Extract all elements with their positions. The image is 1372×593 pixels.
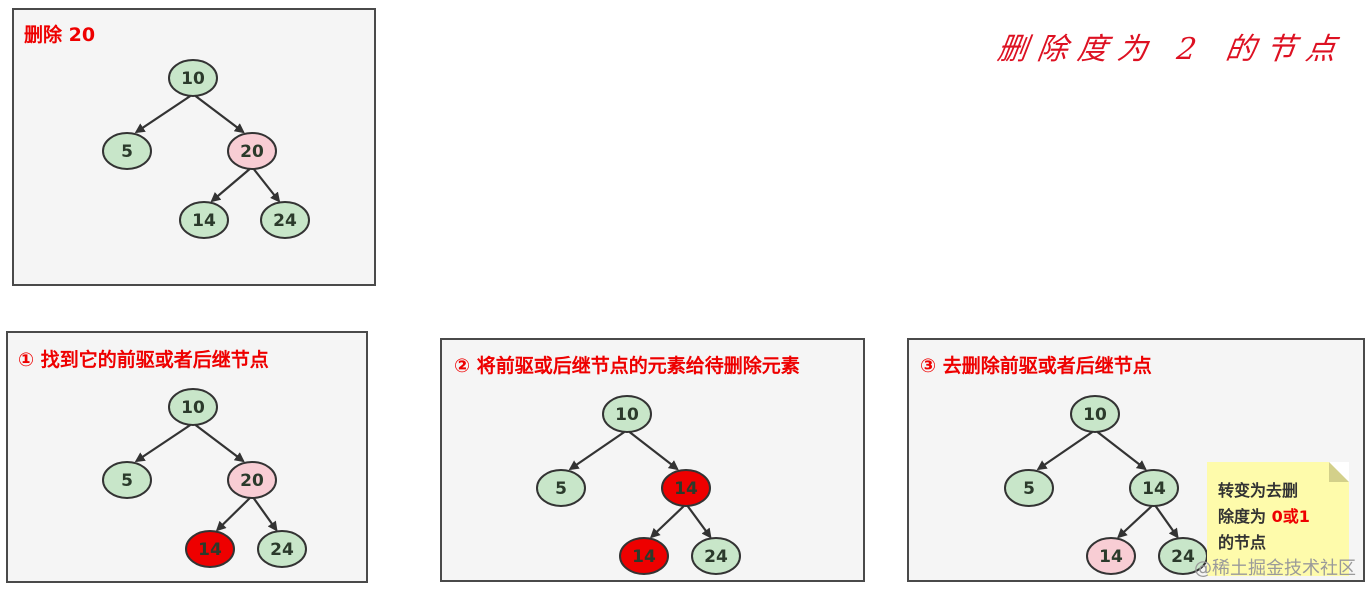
tree-node: 14 (1129, 469, 1179, 507)
note-line-2: 除度为 0或1 (1218, 504, 1310, 530)
note-text: 转变为去删 除度为 0或1 的节点 (1218, 478, 1310, 556)
tree-node: 5 (536, 469, 586, 507)
note-fold-corner (1329, 462, 1349, 482)
edge-arrow (134, 95, 191, 134)
node-value: 5 (121, 471, 133, 491)
tree-node: 14 (1086, 537, 1136, 575)
node-value: 20 (240, 471, 264, 491)
edge-arrow (686, 505, 712, 539)
node-value: 10 (181, 398, 205, 418)
note-line-1: 转变为去删 (1218, 481, 1299, 500)
node-value: 14 (198, 540, 222, 560)
edge-arrow (1154, 505, 1179, 539)
node-value: 5 (1023, 479, 1035, 499)
edge-arrow (1036, 431, 1093, 471)
tree-node: 5 (102, 461, 152, 499)
tree-node: 10 (1070, 395, 1120, 433)
node-value: 10 (181, 69, 205, 89)
node-value: 24 (270, 540, 294, 560)
node-value: 14 (1142, 479, 1166, 499)
tree-node: 5 (1004, 469, 1054, 507)
node-value: 14 (1099, 547, 1123, 567)
tree-node: 14 (179, 201, 229, 239)
edge-arrow (568, 431, 625, 471)
note-highlight: 0或1 (1271, 507, 1310, 526)
edge-arrow (628, 431, 679, 471)
node-value: 24 (704, 547, 728, 567)
panel-title: 删除 20 (24, 24, 96, 46)
node-value: 24 (273, 211, 297, 231)
sticky-note: 转变为去删 除度为 0或1 的节点 (1207, 462, 1349, 576)
tree-node: 20 (227, 461, 277, 499)
panel-delete-20 (12, 8, 376, 286)
node-value: 24 (1171, 547, 1195, 567)
tree-node: 24 (691, 537, 741, 575)
edge-arrow (252, 168, 281, 203)
node-value: 10 (615, 405, 639, 425)
edge-arrow (194, 95, 245, 134)
edge-arrow (194, 424, 245, 463)
tree-node: 14 (619, 537, 669, 575)
edge-arrow (215, 497, 251, 532)
edge-arrow (1117, 505, 1153, 539)
panel-step-1 (6, 331, 368, 583)
tree-node: 20 (227, 132, 277, 170)
tree-node: 5 (102, 132, 152, 170)
edge-arrow (1096, 431, 1147, 471)
edge-arrow (134, 424, 191, 463)
note-line-2-prefix: 除度为 (1218, 507, 1272, 526)
node-value: 10 (1083, 405, 1107, 425)
edge-arrow (252, 497, 278, 532)
node-value: 5 (121, 142, 133, 162)
edge-arrow (210, 168, 251, 203)
node-value: 5 (555, 479, 567, 499)
tree-node: 10 (168, 59, 218, 97)
node-value: 20 (240, 142, 264, 162)
edge-arrow (649, 505, 685, 539)
panel-title: ③ 去删除前驱或者后继节点 (920, 355, 1152, 377)
node-value: 14 (632, 547, 656, 567)
tree-node: 24 (260, 201, 310, 239)
tree-node: 14 (185, 530, 235, 568)
node-value: 14 (674, 479, 698, 499)
node-value: 14 (192, 211, 216, 231)
tree-node: 10 (602, 395, 652, 433)
tree-node: 10 (168, 388, 218, 426)
note-line-3: 的节点 (1218, 533, 1267, 552)
watermark: @稀土掘金技术社区 (1194, 558, 1356, 579)
panel-title: ② 将前驱或后继节点的元素给待删除元素 (454, 355, 800, 377)
tree-node: 24 (257, 530, 307, 568)
tree-node: 14 (661, 469, 711, 507)
panel-title: ① 找到它的前驱或者后继节点 (18, 349, 269, 371)
